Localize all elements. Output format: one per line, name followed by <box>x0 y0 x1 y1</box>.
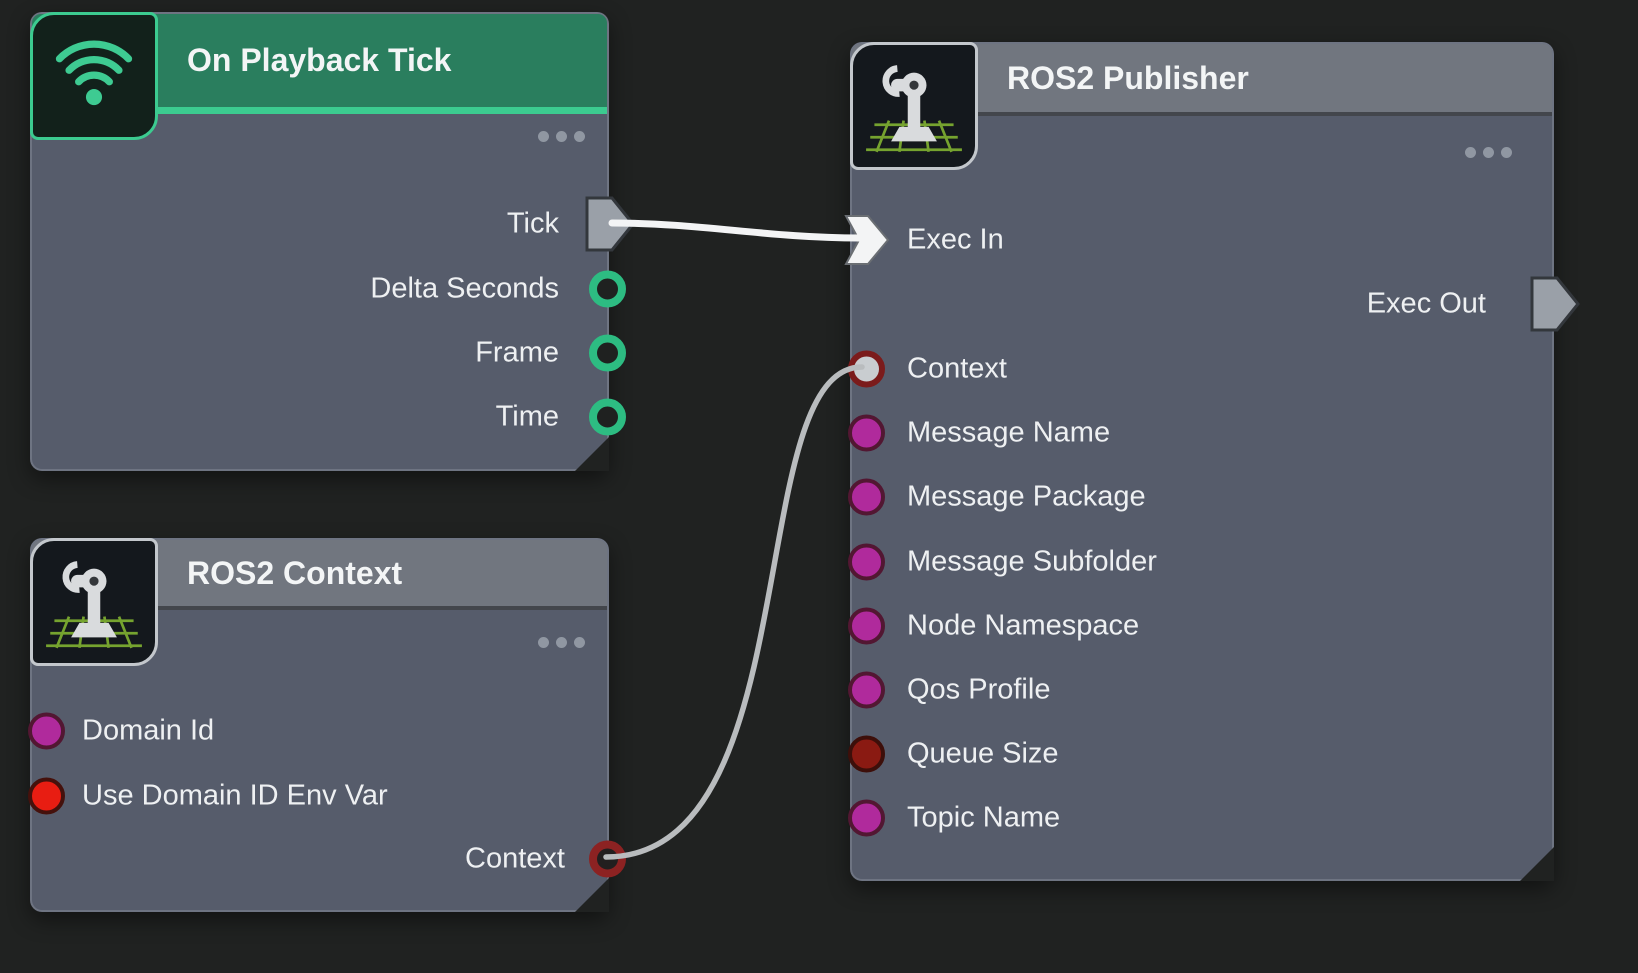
pin-node-namespace-input[interactable] <box>848 607 885 645</box>
pin-context-output[interactable] <box>589 840 626 878</box>
pin-label-exec-in: Exec In <box>907 223 1004 256</box>
pin-queue-size-input[interactable] <box>848 735 885 773</box>
ros2-robot-icon <box>850 42 978 170</box>
pin-label-message-name: Message Name <box>907 416 1111 449</box>
node-title: ROS2 Publisher <box>1007 60 1249 96</box>
node-title: ROS2 Context <box>187 555 403 591</box>
pin-label-node-namespace: Node Namespace <box>907 609 1140 642</box>
node-title: On Playback Tick <box>187 42 452 78</box>
wifi-signal-icon <box>30 12 158 140</box>
pin-label-context-input: Context <box>907 352 1007 385</box>
header-accent-line <box>32 107 607 114</box>
wire-context-to-context[interactable] <box>603 364 865 860</box>
node-menu-ellipsis-icon[interactable] <box>538 637 585 648</box>
pin-label-use-domain-id-env-var: Use Domain ID Env Var <box>82 779 388 812</box>
ros2-robot-icon <box>30 538 158 666</box>
pin-message-subfolder-input[interactable] <box>848 543 885 581</box>
pin-tick-exec-output[interactable] <box>585 196 635 252</box>
pin-label-frame: Frame <box>475 336 559 369</box>
pin-label-delta-seconds: Delta Seconds <box>370 272 559 305</box>
corner-bevel <box>575 878 609 912</box>
pin-context-input[interactable] <box>848 350 885 388</box>
pin-label-message-subfolder: Message Subfolder <box>907 545 1157 578</box>
node-ros2-publisher[interactable]: ROS2 Publisher Exec In <box>844 42 1580 881</box>
corner-bevel <box>575 437 609 471</box>
pin-label-time: Time <box>495 400 559 433</box>
pin-domain-id-input[interactable] <box>28 712 65 750</box>
pin-qos-profile-input[interactable] <box>848 671 885 709</box>
pin-time-output[interactable] <box>589 398 626 436</box>
pin-delta-seconds-output[interactable] <box>589 270 626 308</box>
node-on-playback-tick[interactable]: On Playback Tick Tick Delta Seconds Fram… <box>30 12 635 471</box>
pin-label-context-output: Context <box>465 842 565 875</box>
node-menu-ellipsis-icon[interactable] <box>1465 147 1512 158</box>
node-ros2-context[interactable]: ROS2 Context Domain Id <box>28 538 626 912</box>
pin-label-tick: Tick <box>506 207 559 240</box>
pin-label-topic-name: Topic Name <box>907 801 1061 834</box>
wire-tick-to-exec-in[interactable] <box>608 219 864 242</box>
pin-label-message-package: Message Package <box>907 480 1146 513</box>
pin-message-name-input[interactable] <box>848 414 885 452</box>
pin-label-exec-out: Exec Out <box>1366 287 1486 320</box>
corner-bevel <box>1520 847 1554 881</box>
pin-message-package-input[interactable] <box>848 478 885 516</box>
pin-use-domain-id-env-var-input[interactable] <box>28 777 65 815</box>
pin-label-queue-size: Queue Size <box>907 737 1059 770</box>
node-menu-ellipsis-icon[interactable] <box>538 131 585 142</box>
pin-frame-output[interactable] <box>589 334 626 372</box>
pin-topic-name-input[interactable] <box>848 799 885 837</box>
pin-label-domain-id: Domain Id <box>82 714 215 747</box>
pin-exec-in-input[interactable] <box>844 214 890 266</box>
pin-label-qos-profile: Qos Profile <box>907 673 1051 706</box>
pin-exec-out-output[interactable] <box>1530 276 1580 332</box>
